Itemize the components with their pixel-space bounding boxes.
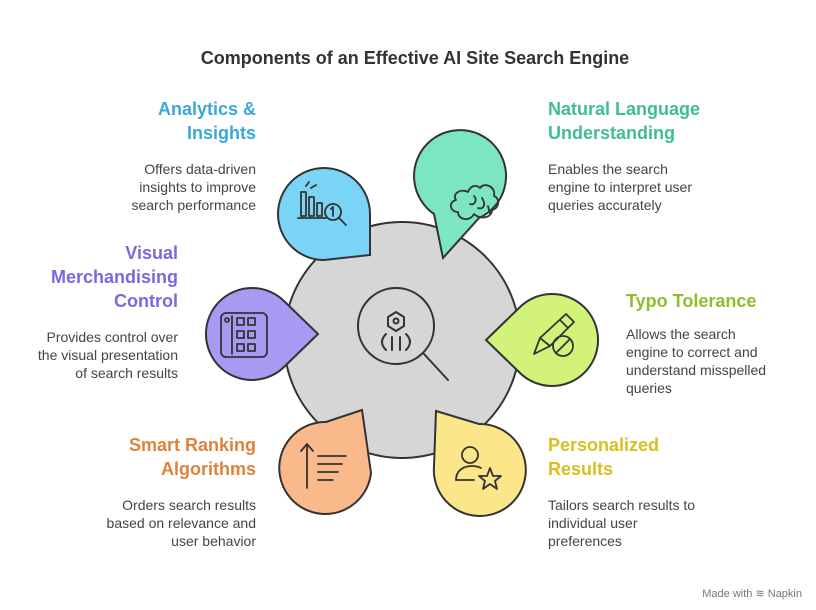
user-star-icon bbox=[455, 446, 502, 490]
personalized-heading: Personalized Results bbox=[548, 435, 660, 479]
ranking-description: Orders search results based on relevance… bbox=[106, 497, 256, 549]
pencil-cancel-icon bbox=[533, 313, 575, 357]
sort-lines-icon bbox=[300, 443, 347, 489]
footer-watermark: Made with ≋ Napkin bbox=[702, 587, 802, 600]
ranking-heading: Smart Ranking Algorithms bbox=[128, 435, 256, 479]
petal-analytics bbox=[277, 167, 371, 262]
brain-icon bbox=[450, 184, 500, 220]
footer-made-with: Made with bbox=[702, 588, 753, 600]
ai-search-magnifier-icon bbox=[357, 287, 449, 381]
petal-nlu bbox=[413, 129, 507, 261]
personalized-description: Tailors search results to individual use… bbox=[548, 497, 696, 549]
footer-brand: Napkin bbox=[767, 588, 802, 600]
nlu-description: Enables the search engine to interpret u… bbox=[548, 161, 692, 213]
visual-heading: Visual Merchandising Control bbox=[50, 243, 178, 311]
napkin-logo-icon: ≋ bbox=[755, 588, 765, 600]
petal-ranking bbox=[278, 408, 373, 515]
typo-description: Allows the search engine to correct and … bbox=[626, 326, 767, 396]
petal-personalized bbox=[432, 409, 527, 517]
page-title: Components of an Effective AI Site Searc… bbox=[200, 48, 630, 68]
nlu-heading: Natural Language Understanding bbox=[548, 99, 701, 143]
grid-palette-icon bbox=[220, 312, 268, 358]
visual-description: Provides control over the visual present… bbox=[37, 329, 178, 381]
typo-heading: Typo Tolerance bbox=[626, 291, 757, 311]
analytics-description: Offers data-driven insights to improve s… bbox=[131, 161, 256, 213]
analytics-heading: Analytics & Insights bbox=[157, 99, 256, 143]
bar-chart-magnifier-icon bbox=[297, 181, 347, 226]
